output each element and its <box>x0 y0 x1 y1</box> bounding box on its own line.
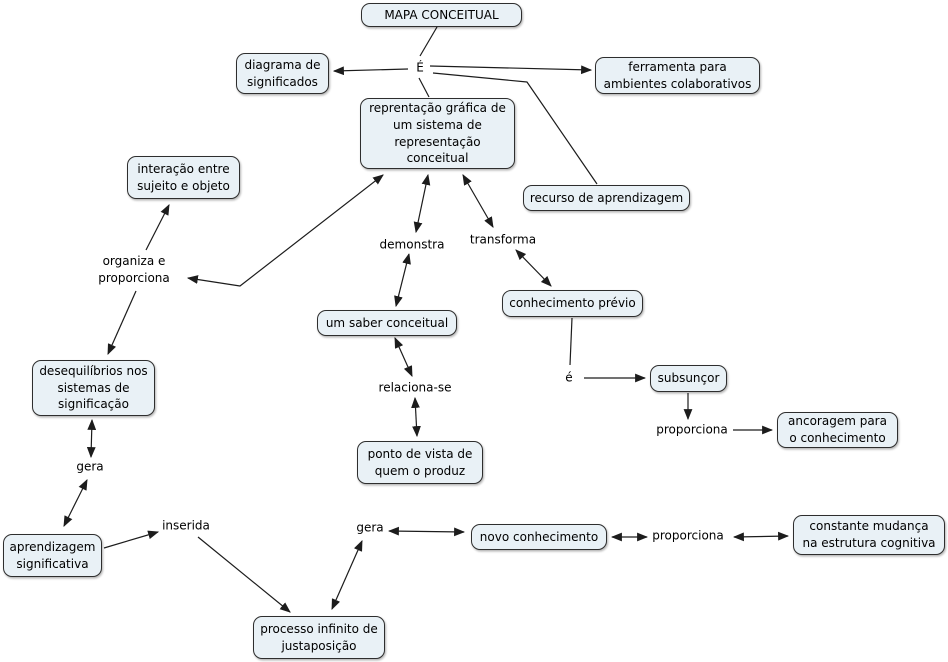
connection-relaciona-se--ponto-de-vista <box>411 396 421 438</box>
concept-constante-mudanca[interactable]: constante mudança na estrutura cognitiva <box>793 515 945 555</box>
concept-processo-infinito[interactable]: processo infinito de justaposição <box>253 616 385 659</box>
connection-gera-esquerda--aprendizagem <box>63 479 88 527</box>
connection-transforma--conhecimento-previo <box>515 249 552 287</box>
linking-phrase-proporciona-baixo[interactable]: proporciona <box>650 527 726 545</box>
concept-recurso-aprendizagem[interactable]: recurso de aprendizagem <box>523 185 690 211</box>
concept-novo-conhecimento[interactable]: novo conhecimento <box>471 524 607 550</box>
linking-phrase-gera-baixo[interactable]: gera <box>354 519 386 537</box>
connection-desequilibrios--gera-esquerda <box>86 418 97 459</box>
connection-e--ferramenta-ambientes <box>429 65 593 75</box>
concept-ponto-de-vista[interactable]: ponto de vista de quem o produz <box>357 441 483 484</box>
connection-gera-baixo--novo-conhecimento <box>387 526 466 537</box>
connection-organiza--interacao-sujeito <box>145 204 170 251</box>
connection-representacao--demonstra <box>413 173 431 234</box>
connection-inserida--processo-infinito <box>197 536 291 613</box>
connection-aprendizagem--inserida <box>103 530 160 549</box>
linking-phrase-relaciona-se[interactable]: relaciona-se <box>376 379 454 397</box>
connection-organiza--desequilibrios <box>107 290 137 356</box>
concept-conhecimento-previo[interactable]: conhecimento prévio <box>502 290 643 317</box>
connection-proporciona-baixo--constante-mudanca <box>732 531 790 542</box>
connection-mapa-conceitual--e <box>419 26 438 57</box>
connection-demonstra--um-saber-conceitual <box>394 252 411 308</box>
linking-phrase-proporciona-direita[interactable]: proporciona <box>654 421 730 439</box>
connection-processo-infinito--gera-baixo <box>331 539 363 611</box>
linking-phrase-e-maiusculo[interactable]: É <box>414 59 426 77</box>
connection-conhecimento-previo--e-minusculo <box>569 317 573 366</box>
concept-aprendizagem-significativa[interactable]: aprendizagem significativa <box>3 534 102 577</box>
concept-subsuncor[interactable]: subsunçor <box>650 365 727 392</box>
connection-um-saber--relaciona-se <box>394 336 413 378</box>
linking-phrase-demonstra[interactable]: demonstra <box>377 236 447 254</box>
concept-mapa-conceitual[interactable]: MAPA CONCEITUAL <box>361 3 522 27</box>
linking-phrase-gera-esquerda[interactable]: gera <box>74 458 106 476</box>
connection-e--representacao-grafica <box>418 77 430 98</box>
connection-representacao--transforma <box>462 174 494 228</box>
linking-phrase-inserida[interactable]: inserida <box>160 517 212 535</box>
linking-phrase-organiza-proporciona[interactable]: organiza e proporciona <box>96 253 172 287</box>
concept-interacao-sujeito[interactable]: interação entre sujeito e objeto <box>127 156 240 199</box>
concept-representacao-grafica[interactable]: reprentação gráfica de um sistema de rep… <box>360 98 515 169</box>
concept-ancoragem[interactable]: ancoragem para o conhecimento <box>777 412 898 448</box>
connection-e--diagrama-significados <box>332 66 409 76</box>
concept-diagrama-significados[interactable]: diagrama de significados <box>236 53 329 94</box>
linking-phrase-e-minusculo[interactable]: é <box>563 369 575 387</box>
concept-um-saber-conceitual[interactable]: um saber conceitual <box>317 310 457 336</box>
concept-desequilibrios[interactable]: desequilíbrios nos sistemas de significa… <box>32 360 155 416</box>
concept-ferramenta-ambientes[interactable]: ferramenta para ambientes colaborativos <box>595 57 760 94</box>
linking-phrase-transforma[interactable]: transforma <box>467 231 539 249</box>
